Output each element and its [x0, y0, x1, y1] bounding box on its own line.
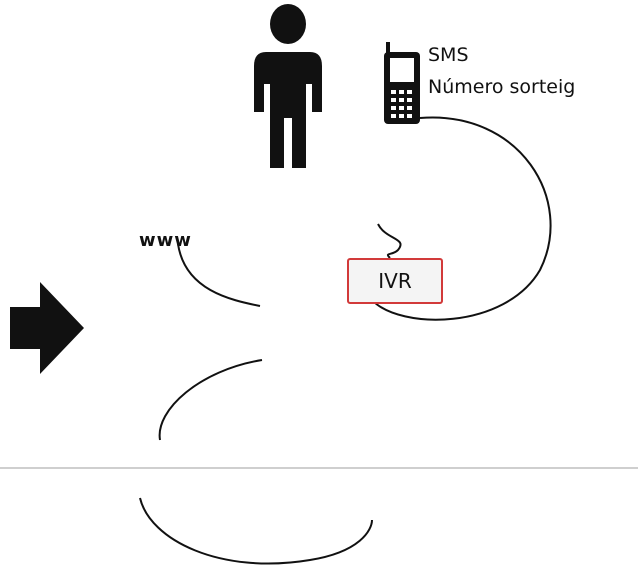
connector-lines [139, 116, 552, 565]
line-mobile-loop [371, 116, 552, 321]
line-phone-cord [377, 223, 402, 259]
line-computer-to-db [177, 243, 261, 307]
sms-sub-label: Número sorteig [428, 76, 576, 98]
ivr-box: IVR [347, 258, 443, 304]
sms-label: SMS [428, 44, 469, 66]
person-icon [254, 4, 322, 168]
ivr-label: IVR [378, 269, 412, 293]
arrow-right-icon [10, 282, 84, 374]
www-label: www [139, 230, 192, 251]
mobile-phone-icon [384, 42, 420, 124]
line-db-to-drum [158, 359, 263, 441]
line-drum-to-audience [139, 497, 373, 565]
